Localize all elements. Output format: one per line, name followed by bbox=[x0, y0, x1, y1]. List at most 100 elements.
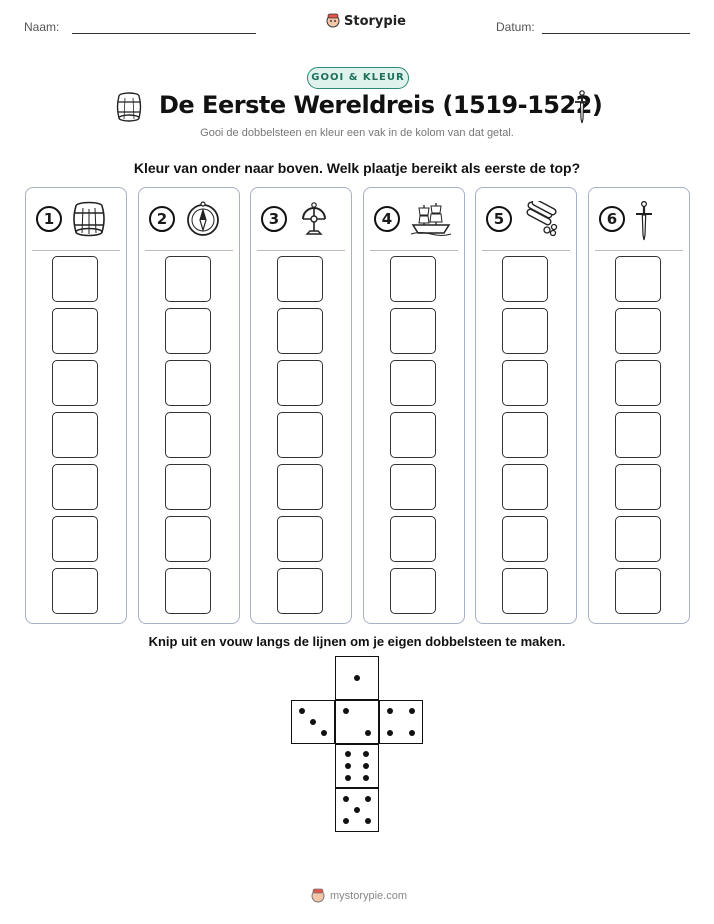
color-cell[interactable] bbox=[165, 412, 211, 458]
color-cell[interactable] bbox=[502, 464, 548, 510]
color-cell[interactable] bbox=[277, 464, 323, 510]
die-pip bbox=[365, 730, 371, 736]
color-cell[interactable] bbox=[165, 464, 211, 510]
die-pip bbox=[362, 763, 369, 769]
color-cell[interactable] bbox=[277, 516, 323, 562]
die-pip bbox=[310, 719, 316, 725]
color-cell[interactable] bbox=[615, 516, 661, 562]
die-pip bbox=[345, 750, 352, 757]
die-face bbox=[291, 700, 335, 744]
die-pip bbox=[343, 796, 349, 802]
column-2: 2 bbox=[138, 187, 240, 624]
color-cell[interactable] bbox=[165, 360, 211, 406]
color-cell[interactable] bbox=[277, 360, 323, 406]
column-5: 5 bbox=[475, 187, 577, 624]
color-cell[interactable] bbox=[502, 568, 548, 614]
footer-url[interactable]: mystorypie.com bbox=[330, 890, 408, 902]
color-cell[interactable] bbox=[277, 412, 323, 458]
color-cell[interactable] bbox=[502, 256, 548, 302]
compass-icon bbox=[185, 201, 221, 241]
color-cell[interactable] bbox=[165, 568, 211, 614]
die-pip bbox=[354, 675, 360, 681]
die-pip bbox=[321, 730, 327, 736]
color-cell[interactable] bbox=[277, 256, 323, 302]
color-cell[interactable] bbox=[615, 412, 661, 458]
brand-name: Storypie bbox=[344, 13, 406, 29]
column-3: 3 bbox=[250, 187, 352, 624]
color-cell[interactable] bbox=[52, 256, 98, 302]
color-cell[interactable] bbox=[390, 256, 436, 302]
color-cell[interactable] bbox=[277, 308, 323, 354]
column-divider bbox=[370, 250, 458, 251]
coloring-instruction: Kleur van onder naar boven. Welk plaatje… bbox=[133, 160, 581, 176]
die-pip bbox=[365, 796, 371, 802]
column-divider bbox=[257, 250, 345, 251]
color-cell[interactable] bbox=[52, 568, 98, 614]
die-face bbox=[335, 788, 379, 832]
astrolabe-icon bbox=[297, 201, 331, 241]
color-cell[interactable] bbox=[52, 308, 98, 354]
die-pip bbox=[387, 730, 393, 736]
color-cell[interactable] bbox=[615, 308, 661, 354]
color-cell[interactable] bbox=[390, 308, 436, 354]
color-cell[interactable] bbox=[502, 360, 548, 406]
storypie-mascot-icon bbox=[311, 888, 325, 903]
die-instruction: Knip uit en vouw langs de lijnen om je e… bbox=[148, 634, 566, 649]
column-divider bbox=[482, 250, 570, 251]
column-divider bbox=[32, 250, 120, 251]
barrel-icon bbox=[116, 92, 142, 122]
color-cell[interactable] bbox=[52, 464, 98, 510]
color-cell[interactable] bbox=[390, 568, 436, 614]
die-pip bbox=[362, 775, 369, 782]
die-pip bbox=[387, 708, 393, 714]
color-cell[interactable] bbox=[52, 516, 98, 562]
column-number: 4 bbox=[374, 206, 400, 232]
color-cell[interactable] bbox=[615, 256, 661, 302]
footer: mystorypie.com bbox=[311, 888, 407, 904]
column-6: 6 bbox=[588, 187, 690, 624]
column-divider bbox=[595, 250, 683, 251]
column-number: 2 bbox=[149, 206, 175, 232]
die-pip bbox=[343, 818, 349, 824]
die-pip bbox=[343, 708, 349, 714]
color-cell[interactable] bbox=[502, 412, 548, 458]
die-pip bbox=[362, 750, 369, 757]
storypie-mascot-icon bbox=[326, 13, 340, 28]
die-face bbox=[335, 744, 379, 788]
color-cell[interactable] bbox=[390, 464, 436, 510]
die-pip bbox=[409, 730, 415, 736]
date-label: Datum: bbox=[496, 20, 535, 34]
page-title: De Eerste Wereldreis (1519-1522) bbox=[159, 91, 603, 119]
die-pip bbox=[299, 708, 305, 714]
die-face bbox=[335, 656, 379, 700]
color-cell[interactable] bbox=[277, 568, 323, 614]
color-cell[interactable] bbox=[52, 360, 98, 406]
column-divider bbox=[145, 250, 233, 251]
die-face bbox=[379, 700, 423, 744]
color-cell[interactable] bbox=[165, 516, 211, 562]
barrel-icon bbox=[72, 201, 106, 241]
die-pip bbox=[354, 807, 360, 813]
spice-bundle-icon bbox=[522, 198, 562, 241]
color-cell[interactable] bbox=[165, 256, 211, 302]
color-cell[interactable] bbox=[390, 516, 436, 562]
color-cell[interactable] bbox=[615, 464, 661, 510]
column-1: 1 bbox=[25, 187, 127, 624]
column-number: 3 bbox=[261, 206, 287, 232]
date-line[interactable] bbox=[542, 33, 690, 34]
color-cell[interactable] bbox=[502, 308, 548, 354]
die-pip bbox=[365, 818, 371, 824]
color-cell[interactable] bbox=[615, 568, 661, 614]
color-cell[interactable] bbox=[615, 360, 661, 406]
color-cell[interactable] bbox=[165, 308, 211, 354]
activity-badge: GOOI & KLEUR bbox=[307, 67, 409, 89]
column-4: 4 bbox=[363, 187, 465, 624]
column-number: 5 bbox=[486, 206, 512, 232]
color-cell[interactable] bbox=[390, 360, 436, 406]
color-cell[interactable] bbox=[52, 412, 98, 458]
color-cell[interactable] bbox=[502, 516, 548, 562]
name-label: Naam: bbox=[24, 20, 60, 34]
color-cell[interactable] bbox=[390, 412, 436, 458]
column-number: 1 bbox=[36, 206, 62, 232]
name-line[interactable] bbox=[72, 33, 256, 34]
